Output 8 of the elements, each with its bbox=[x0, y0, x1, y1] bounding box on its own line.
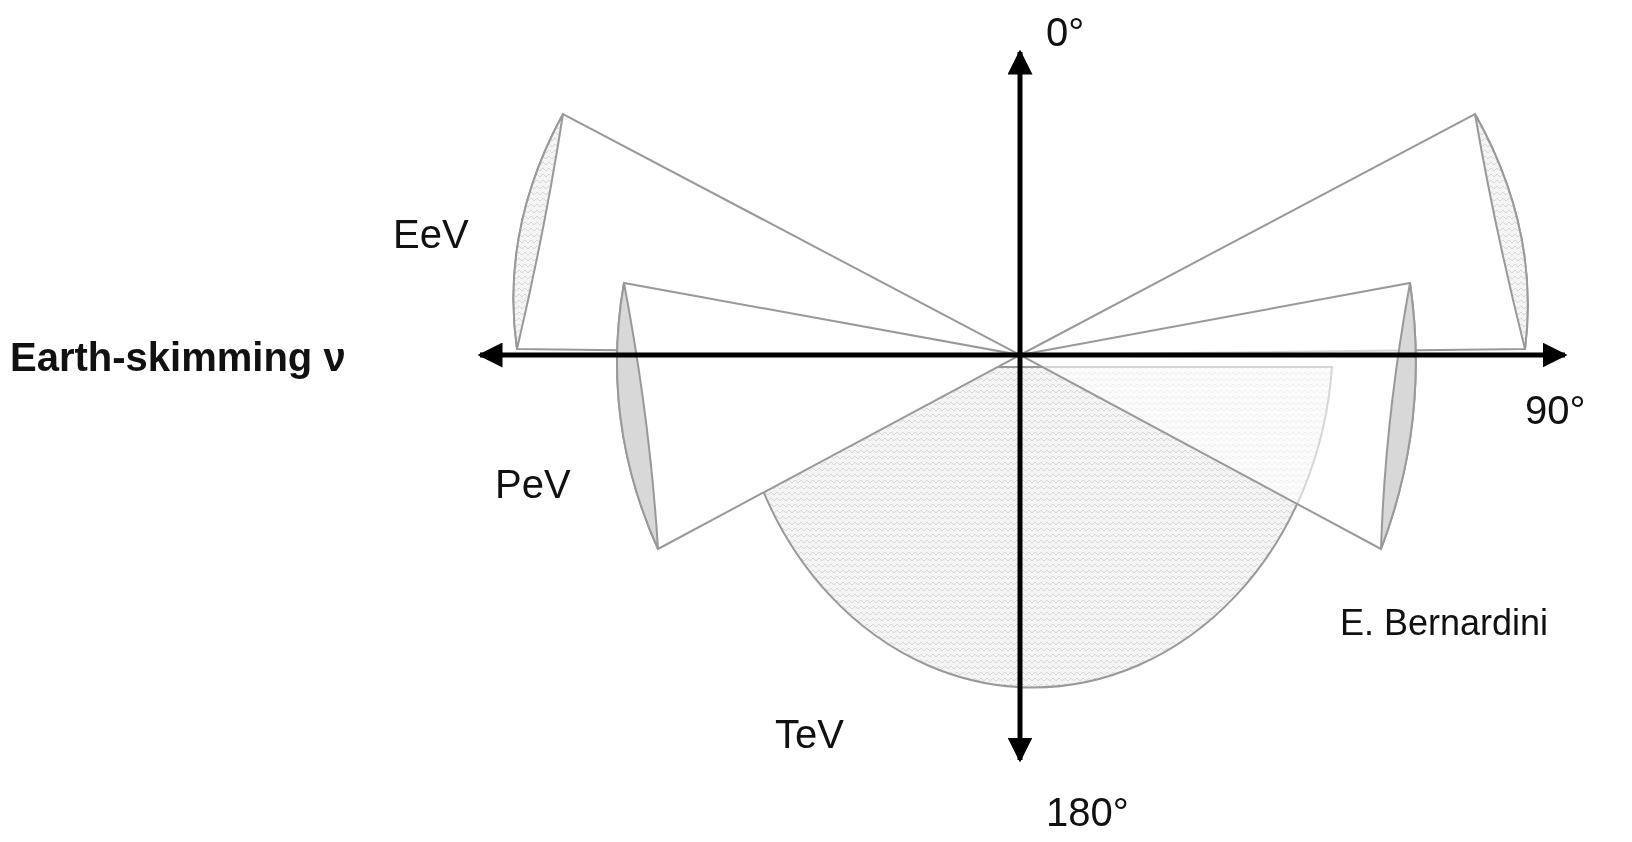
axis-label: Earth-skimming ν bbox=[10, 337, 346, 377]
credit-text: E. Bernardini bbox=[1340, 605, 1549, 641]
angle-label: 0° bbox=[1046, 12, 1085, 52]
angle-label: 180° bbox=[1046, 792, 1129, 832]
energy-label: PeV bbox=[495, 464, 571, 504]
energy-label: EeV bbox=[393, 214, 469, 254]
energy-label: TeV bbox=[775, 714, 844, 754]
angle-label: 90° bbox=[1525, 390, 1586, 430]
